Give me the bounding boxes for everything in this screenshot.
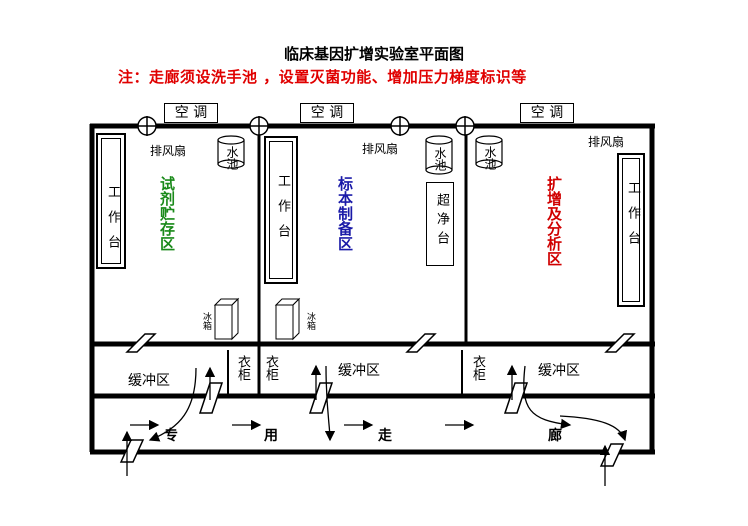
air-conditioner-2: 空 调 [300,103,354,123]
sink-label-3: 水池 [483,146,497,170]
buffer-zone-3: 缓冲区 [538,363,580,379]
inner-walls [257,126,468,396]
air-conditioner-3: 空 调 [520,103,574,123]
air-conditioner-1: 空 调 [164,103,218,123]
outer-walls [89,123,655,455]
airflow-arrows [121,364,628,486]
fridge-label-2: 冰箱 [305,312,315,330]
work-bench-1: 工作台 [96,133,126,269]
work-bench-3-label: 工作台 [625,181,640,256]
wardrobe-label-1: 衣柜 [235,355,250,381]
corridor-char-2: 用 [264,428,278,444]
fridge-boxes [213,297,301,341]
wardrobe-walls [227,350,463,394]
clean-bench: 超净台 [426,182,454,266]
exhaust-fan-label-3: 排风扇 [588,135,625,149]
buffer-zone-2: 缓冲区 [338,363,380,379]
corridor-char-1: 专 [164,428,178,444]
fridge-label-1: 冰箱 [201,312,211,330]
exhaust-fan-label-2: 排风扇 [362,142,399,156]
work-bench-1-label: 工作台 [105,185,120,260]
ventilation-circles [137,116,475,136]
work-bench-3: 工作台 [617,153,645,307]
work-bench-2: 工作台 [264,136,298,284]
note-text: 注：走廊须设洗手池 ，设置灭菌功能、增加压力梯度标识等 [118,68,527,86]
zone-sample-prep: 标本制备区 [336,176,354,251]
corridor-char-3: 走 [378,428,392,444]
corridor-char-4: 廊 [548,428,562,444]
buffer-zone-1: 缓冲区 [128,373,170,389]
sink-label-1: 水池 [225,146,239,170]
zone-amplification: 扩增及分析区 [545,176,563,266]
page-title: 临床基因扩增实验室平面图 [283,45,464,63]
sink-label-2: 水池 [433,147,447,171]
exhaust-fan-label-1: 排风扇 [150,144,187,158]
sink-shapes [217,135,503,175]
wardrobe-label-2: 衣柜 [263,355,278,381]
work-bench-2-label: 工作台 [275,174,290,249]
wardrobe-label-3: 衣柜 [470,355,485,381]
zone-reagent-storage: 试剂贮存区 [158,176,176,251]
clean-bench-label: 超净台 [434,193,449,250]
door-shapes [119,333,636,467]
